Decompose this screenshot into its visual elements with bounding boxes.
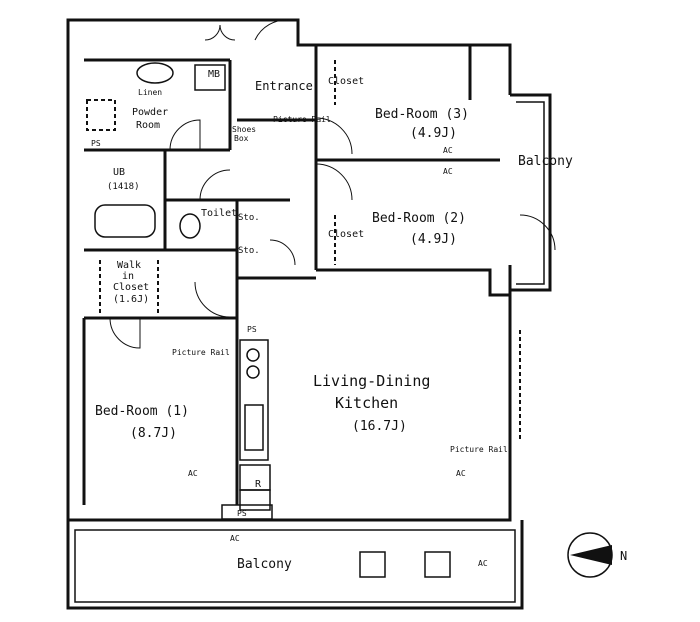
- ldk-name: Living-Dining: [313, 372, 430, 390]
- picture-rail-label-1: Picture Rail: [273, 115, 331, 124]
- fixtures: [86, 60, 521, 578]
- wic-label-4: (1.6J): [113, 294, 149, 305]
- picture-rail-label-2: Picture Rail: [172, 348, 230, 357]
- powder-label-2: Room: [136, 120, 160, 131]
- wic-label-3: Closet: [113, 282, 149, 293]
- ldk-name2: Kitchen: [335, 394, 398, 412]
- wic-label-2: in: [122, 271, 134, 282]
- bed2-size: (4.9J): [410, 232, 457, 247]
- ub-label-1: UB: [113, 167, 125, 178]
- entrance-label: Entrance: [255, 79, 313, 93]
- ps-label-3: PS: [237, 509, 247, 518]
- bed2-name: Bed-Room (2): [372, 211, 466, 226]
- ub-label-2: (1418): [107, 182, 140, 192]
- sto-label-2: Sto.: [238, 246, 260, 256]
- picture-rail-label-3: Picture Rail: [450, 445, 508, 454]
- sto-label-1: Sto.: [238, 213, 260, 223]
- doors: [109, 19, 556, 349]
- ac-label-1: AC: [443, 146, 453, 155]
- ac-label-4: AC: [456, 469, 466, 478]
- linen-label: Linen: [138, 88, 162, 97]
- ac-label-6: AC: [478, 559, 488, 568]
- bed3-name: Bed-Room (3): [375, 107, 469, 122]
- closet-label-2: Closet: [328, 229, 364, 240]
- balcony-bottom-label: Balcony: [237, 557, 292, 572]
- shoes-box-label-2: Box: [234, 134, 249, 143]
- r-label: R: [255, 479, 262, 490]
- outer-walls: [66, 18, 552, 610]
- ac-label-3: AC: [188, 469, 198, 478]
- ps-label-2: PS: [247, 325, 257, 334]
- toilet-label: Toilet: [201, 208, 237, 219]
- ac-label-2: AC: [443, 167, 453, 176]
- bed3-size: (4.9J): [410, 126, 457, 141]
- powder-label-1: Powder: [132, 107, 168, 118]
- balcony-right-label: Balcony: [518, 154, 573, 169]
- ldk-size: (16.7J): [352, 419, 407, 434]
- bed1-size: (8.7J): [130, 426, 177, 441]
- mb-label: MB: [208, 69, 220, 80]
- north-label: N: [620, 549, 627, 563]
- ac-label-5: AC: [230, 534, 240, 543]
- wic-label-1: Walk: [117, 260, 141, 271]
- shoes-box-label-1: Shoes: [232, 125, 256, 134]
- ps-label-1: PS: [91, 139, 101, 148]
- bed1-name: Bed-Room (1): [95, 404, 189, 419]
- closet-label-3: Closet: [328, 76, 364, 87]
- compass: N: [567, 532, 627, 578]
